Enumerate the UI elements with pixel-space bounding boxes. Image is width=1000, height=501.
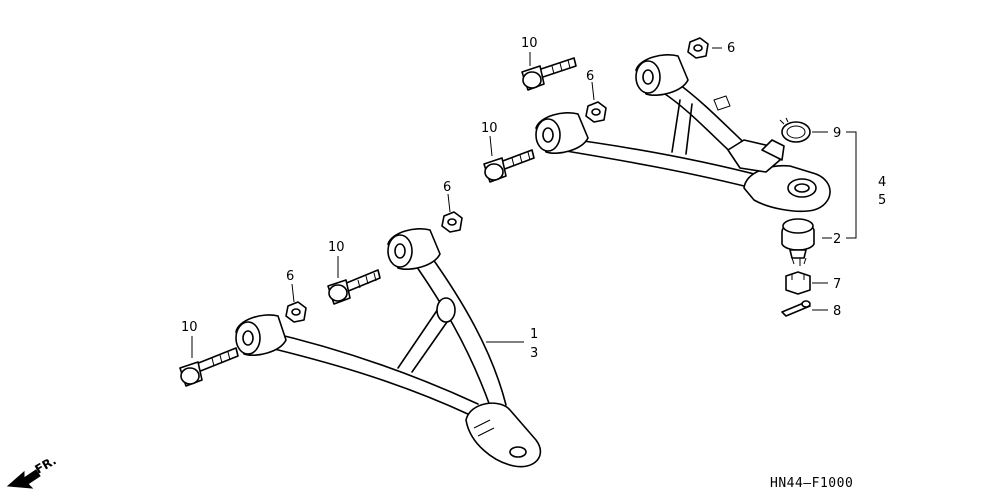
callout-6-lower-front: 6 — [286, 269, 294, 284]
callout-labels: 10 6 10 6 10 6 10 6 9 4 5 2 7 8 1 3 — [181, 36, 886, 361]
callout-7: 7 — [833, 277, 841, 292]
front-label: FR. — [33, 453, 59, 476]
front-marker: FR. — [6, 453, 59, 489]
diagram-code: HN44—F1000 — [770, 476, 853, 491]
callout-6-upper-front: 6 — [586, 69, 594, 84]
callout-2: 2 — [833, 232, 841, 247]
callout-3: 3 — [530, 346, 538, 361]
front-arrow-icon — [6, 469, 41, 489]
callout-4: 4 — [878, 175, 886, 190]
callout-10-lower-front: 10 — [181, 320, 198, 335]
callout-10-upper-rear: 10 — [521, 36, 538, 51]
callout-8: 8 — [833, 304, 841, 319]
ball-joint-parts — [779, 117, 815, 317]
callout-5: 5 — [878, 193, 886, 208]
callout-10-upper-front: 10 — [481, 121, 498, 136]
callout-10-lower-rear: 10 — [328, 240, 345, 255]
upper-arm — [535, 54, 831, 213]
callout-9: 9 — [833, 126, 841, 141]
leader-lines — [191, 47, 857, 358]
callout-1: 1 — [530, 327, 538, 342]
nuts — [285, 37, 709, 323]
callout-6-lower-rear: 6 — [443, 180, 451, 195]
lower-arm — [235, 228, 542, 468]
bolts — [179, 57, 577, 387]
callout-6-upper-rear: 6 — [727, 41, 735, 56]
